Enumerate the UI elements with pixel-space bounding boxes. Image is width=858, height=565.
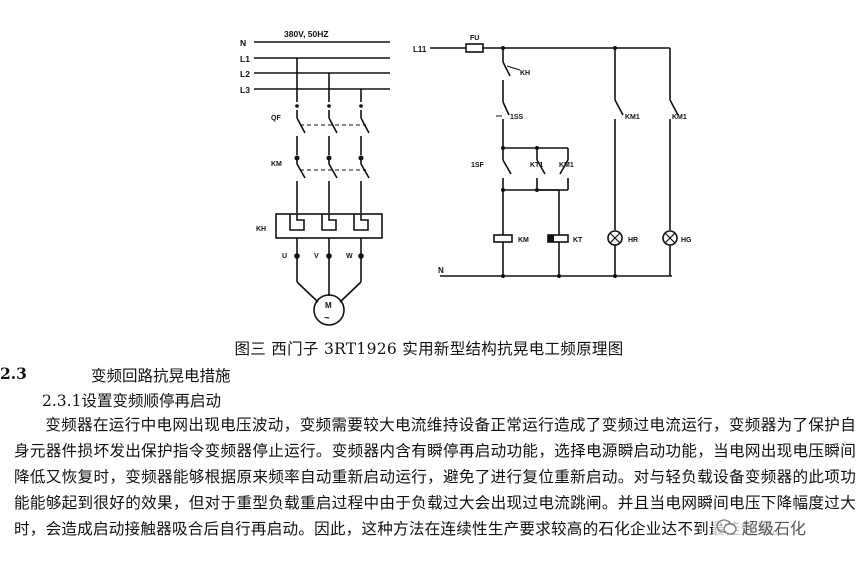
km-main-label: KM [271,161,282,168]
line-n-label: N [240,38,246,48]
lamp-hg-label: HG [681,237,692,244]
km1-contact-label: KM1 [559,162,574,169]
ss-label: 1SS [510,114,524,121]
motor-tilde-label: ~ [324,313,330,324]
lamp-hr-label: HR [628,237,638,244]
n-bottom-label: N [438,266,444,275]
line-l3-label: L3 [240,85,250,95]
km1-hr-label: KM1 [625,114,640,121]
wechat-icon [716,518,738,536]
subsection-title: 2.3.1设置变频顺停再启动 [42,392,221,410]
km1-hg-label: KM1 [672,114,687,121]
coil-km-label: KM [518,237,529,244]
kh-label: KH [256,226,266,233]
w-label: W [346,253,353,260]
line-l1-label: L1 [240,54,250,64]
figure-caption: 图三 西门子 3RT1926 实用新型结构抗晃电工频原理图 [234,340,624,358]
fu-label: FU [470,35,479,42]
v-label: V [314,253,319,260]
motor-m-label: M [325,301,332,310]
section-number: 2.3 [0,364,27,383]
u-label: U [282,253,287,260]
watermark-text: 超级石化 [742,519,807,538]
qf-label: QF [271,115,281,122]
voltage-label: 380V, 50HZ [284,29,329,39]
sf-label: 1SF [471,162,485,169]
body-paragraph: 变频器在运行中电网出现电压波动，变频需要较大电流维持设备正常运行造成了变频过电流… [14,416,856,538]
watermark: 超级石化 [713,515,810,539]
coil-kt-label: KT [573,237,583,244]
line-l2-label: L2 [240,69,250,79]
l11-label: L11 [413,45,427,54]
kh-contact-label: KH [520,70,530,77]
section-title: 变频回路抗晃电措施 [91,367,231,385]
circuit-diagram: 380V, 50HZ N L1 L2 L3 QF KM KH U V W M ~ [240,29,692,326]
kt1-label: KT1 [530,162,543,169]
